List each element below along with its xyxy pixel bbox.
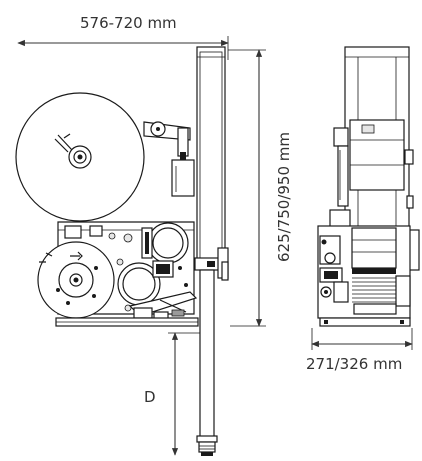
vertical-column bbox=[196, 46, 226, 270]
width-label: 576-720 mm bbox=[80, 14, 177, 32]
roll-stack bbox=[352, 277, 400, 303]
height-dimension: 625/750/950 mm bbox=[228, 49, 293, 327]
side-base bbox=[319, 317, 411, 327]
depth-dimension: 271/326 mm bbox=[306, 328, 413, 373]
post-label: D bbox=[144, 388, 156, 406]
post-dimension: D bbox=[144, 332, 200, 456]
width-dimension: 576-720 mm bbox=[17, 14, 229, 60]
stand-post bbox=[199, 269, 215, 441]
side-view bbox=[317, 46, 420, 327]
front-view bbox=[15, 46, 229, 456]
depth-label: 271/326 mm bbox=[306, 355, 402, 373]
height-label: 625/750/950 mm bbox=[275, 132, 293, 262]
